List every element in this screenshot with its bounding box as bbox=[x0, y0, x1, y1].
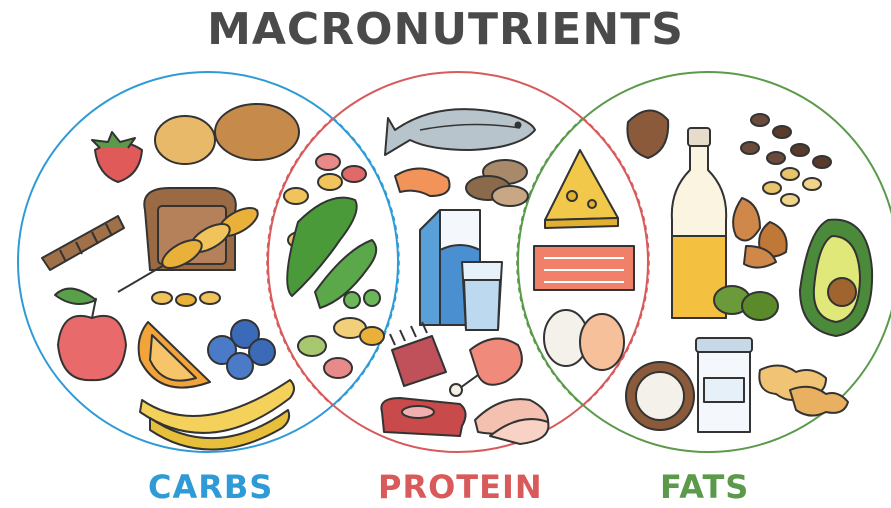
steak-icon bbox=[381, 398, 465, 436]
orange-slice-icon bbox=[139, 322, 210, 388]
milk-glass-icon bbox=[462, 262, 502, 330]
almonds-icon bbox=[733, 198, 787, 268]
potato-icon bbox=[155, 104, 299, 164]
seeds-icon bbox=[741, 114, 831, 206]
chicken-leg-icon bbox=[450, 339, 522, 396]
eggs-icon bbox=[544, 310, 624, 370]
protein-label-text: PROTEIN bbox=[378, 468, 543, 506]
shrimp-icon bbox=[395, 168, 450, 196]
cheese-icon bbox=[545, 150, 618, 228]
coconut-icon bbox=[626, 362, 694, 430]
fish-icon bbox=[385, 109, 535, 155]
blueberries-icon bbox=[208, 320, 275, 379]
jar-icon bbox=[696, 338, 752, 432]
strawberry-icon bbox=[92, 132, 142, 182]
fats-label: FATS bbox=[660, 468, 749, 506]
carbs-label-text: CARBS bbox=[148, 468, 273, 506]
protein-label: PROTEIN bbox=[378, 468, 543, 506]
salmon-fillet-icon bbox=[534, 246, 634, 290]
turkey-icon bbox=[475, 399, 548, 444]
edamame-icon bbox=[287, 198, 380, 308]
carbs-label: CARBS bbox=[148, 468, 273, 506]
pasta-icon bbox=[42, 216, 124, 270]
peanuts-icon bbox=[759, 365, 848, 415]
ribs-icon bbox=[390, 322, 446, 386]
avocado-icon bbox=[800, 220, 872, 336]
banana-icon bbox=[140, 380, 294, 450]
fats-label-text: FATS bbox=[660, 468, 749, 506]
oil-bottle-icon bbox=[672, 128, 726, 318]
mushroom-icon bbox=[466, 160, 528, 206]
apple-icon bbox=[55, 289, 126, 381]
hazelnut-icon bbox=[627, 110, 668, 158]
